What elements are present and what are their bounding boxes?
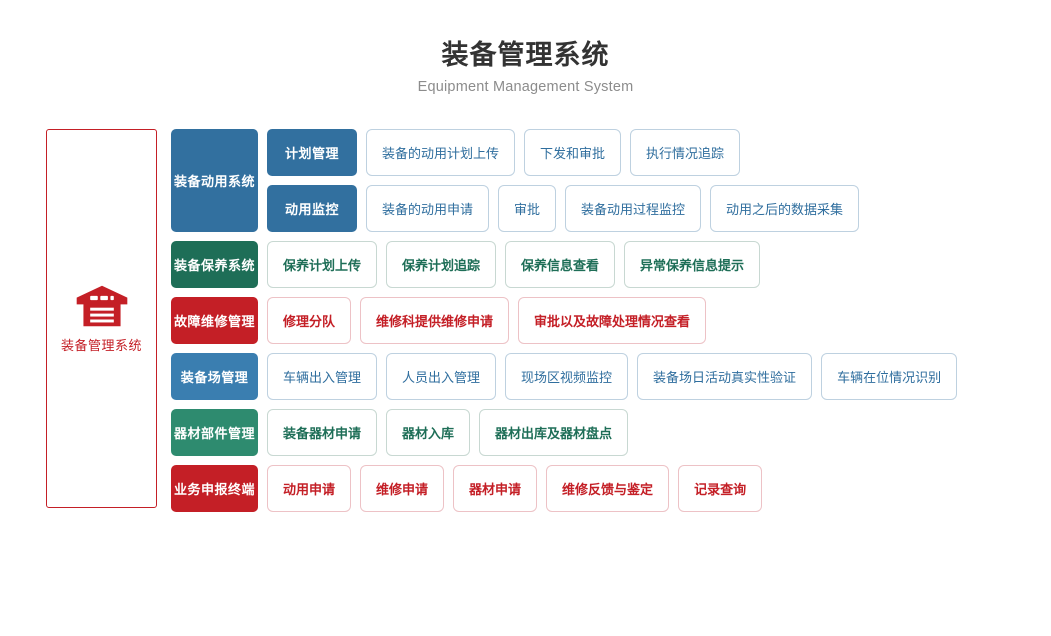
row-lines: 车辆出入管理 人员出入管理 现场区视频监控 装备场日活动真实性验证 车辆在位情况… [267,353,958,400]
item-button[interactable]: 维修申请 [360,465,445,512]
module-row: 故障维修管理 修理分队 维修科提供维修申请 审批以及故障处理情况查看 [171,297,1031,344]
group-label-equipment-dispatch[interactable]: 装备动用系统 [171,129,258,232]
page-title: 装备管理系统 [441,40,610,70]
item-button[interactable]: 维修科提供维修申请 [360,297,510,344]
module-row: 业务申报终端 动用申请 维修申请 器材申请 维修反馈与鉴定 记录查询 [171,465,1031,512]
item-button[interactable]: 保养计划上传 [267,241,378,288]
item-button[interactable]: 器材出库及器材盘点 [479,409,629,456]
sub-row: 动用申请 维修申请 器材申请 维修反馈与鉴定 记录查询 [267,465,763,512]
module-rows: 装备动用系统 计划管理 装备的动用计划上传 下发和审批 执行情况追踪 动用监控 … [171,129,1031,521]
sub-row: 装备器材申请 器材入库 器材出库及器材盘点 [267,409,629,456]
item-button[interactable]: 动用申请 [267,465,352,512]
row-lines: 装备器材申请 器材入库 器材出库及器材盘点 [267,409,629,456]
item-button[interactable]: 装备场日活动真实性验证 [637,353,813,400]
item-button[interactable]: 现场区视频监控 [505,353,629,400]
stage-dispatch-monitoring[interactable]: 动用监控 [267,185,357,232]
sub-row: 修理分队 维修科提供维修申请 审批以及故障处理情况查看 [267,297,707,344]
item-button[interactable]: 车辆出入管理 [267,353,378,400]
item-button[interactable]: 审批 [498,185,557,232]
page-subtitle: Equipment Management System [417,79,634,95]
item-button[interactable]: 装备的动用申请 [366,185,490,232]
item-button[interactable]: 装备的动用计划上传 [366,129,516,176]
module-row: 装备动用系统 计划管理 装备的动用计划上传 下发和审批 执行情况追踪 动用监控 … [171,129,1031,232]
item-button[interactable]: 装备器材申请 [267,409,378,456]
item-button[interactable]: 器材入库 [386,409,471,456]
module-row: 装备场管理 车辆出入管理 人员出入管理 现场区视频监控 装备场日活动真实性验证 … [171,353,1031,400]
sub-row: 车辆出入管理 人员出入管理 现场区视频监控 装备场日活动真实性验证 车辆在位情况… [267,353,958,400]
item-button[interactable]: 动用之后的数据采集 [710,185,860,232]
stage-plan-management[interactable]: 计划管理 [267,129,357,176]
item-button[interactable]: 审批以及故障处理情况查看 [518,297,707,344]
sub-row: 计划管理 装备的动用计划上传 下发和审批 执行情况追踪 [267,129,859,176]
row-lines: 动用申请 维修申请 器材申请 维修反馈与鉴定 记录查询 [267,465,763,512]
item-button[interactable]: 器材申请 [453,465,538,512]
item-button[interactable]: 装备动用过程监控 [565,185,702,232]
module-row: 装备保养系统 保养计划上传 保养计划追踪 保养信息查看 异常保养信息提示 [171,241,1031,288]
item-button[interactable]: 人员出入管理 [386,353,497,400]
item-button[interactable]: 记录查询 [678,465,763,512]
item-button[interactable]: 异常保养信息提示 [624,241,761,288]
root-system-panel[interactable]: 装备管理系统 [46,129,157,508]
sub-row: 动用监控 装备的动用申请 审批 装备动用过程监控 动用之后的数据采集 [267,185,860,232]
row-lines: 计划管理 装备的动用计划上传 下发和审批 执行情况追踪 动用监控 装备的动用申请… [267,129,860,232]
item-button[interactable]: 车辆在位情况识别 [821,353,958,400]
item-button[interactable]: 下发和审批 [524,129,622,176]
item-button[interactable]: 保养计划追踪 [386,241,497,288]
group-label-business-declaration[interactable]: 业务申报终端 [171,465,258,512]
row-lines: 保养计划上传 保养计划追踪 保养信息查看 异常保养信息提示 [267,241,761,288]
group-label-yard-management[interactable]: 装备场管理 [171,353,258,400]
root-system-label: 装备管理系统 [60,337,142,353]
sub-row: 保养计划上传 保养计划追踪 保养信息查看 异常保养信息提示 [267,241,761,288]
group-label-parts-management[interactable]: 器材部件管理 [171,409,258,456]
row-lines: 修理分队 维修科提供维修申请 审批以及故障处理情况查看 [267,297,707,344]
item-button[interactable]: 执行情况追踪 [630,129,741,176]
item-button[interactable]: 修理分队 [267,297,352,344]
page-header: 装备管理系统 Equipment Management System [0,0,1051,96]
group-label-fault-repair[interactable]: 故障维修管理 [171,297,258,344]
item-button[interactable]: 保养信息查看 [505,241,616,288]
group-label-maintenance-system[interactable]: 装备保养系统 [171,241,258,288]
module-row: 器材部件管理 装备器材申请 器材入库 器材出库及器材盘点 [171,409,1031,456]
item-button[interactable]: 维修反馈与鉴定 [546,465,670,512]
warehouse-icon [76,285,127,326]
